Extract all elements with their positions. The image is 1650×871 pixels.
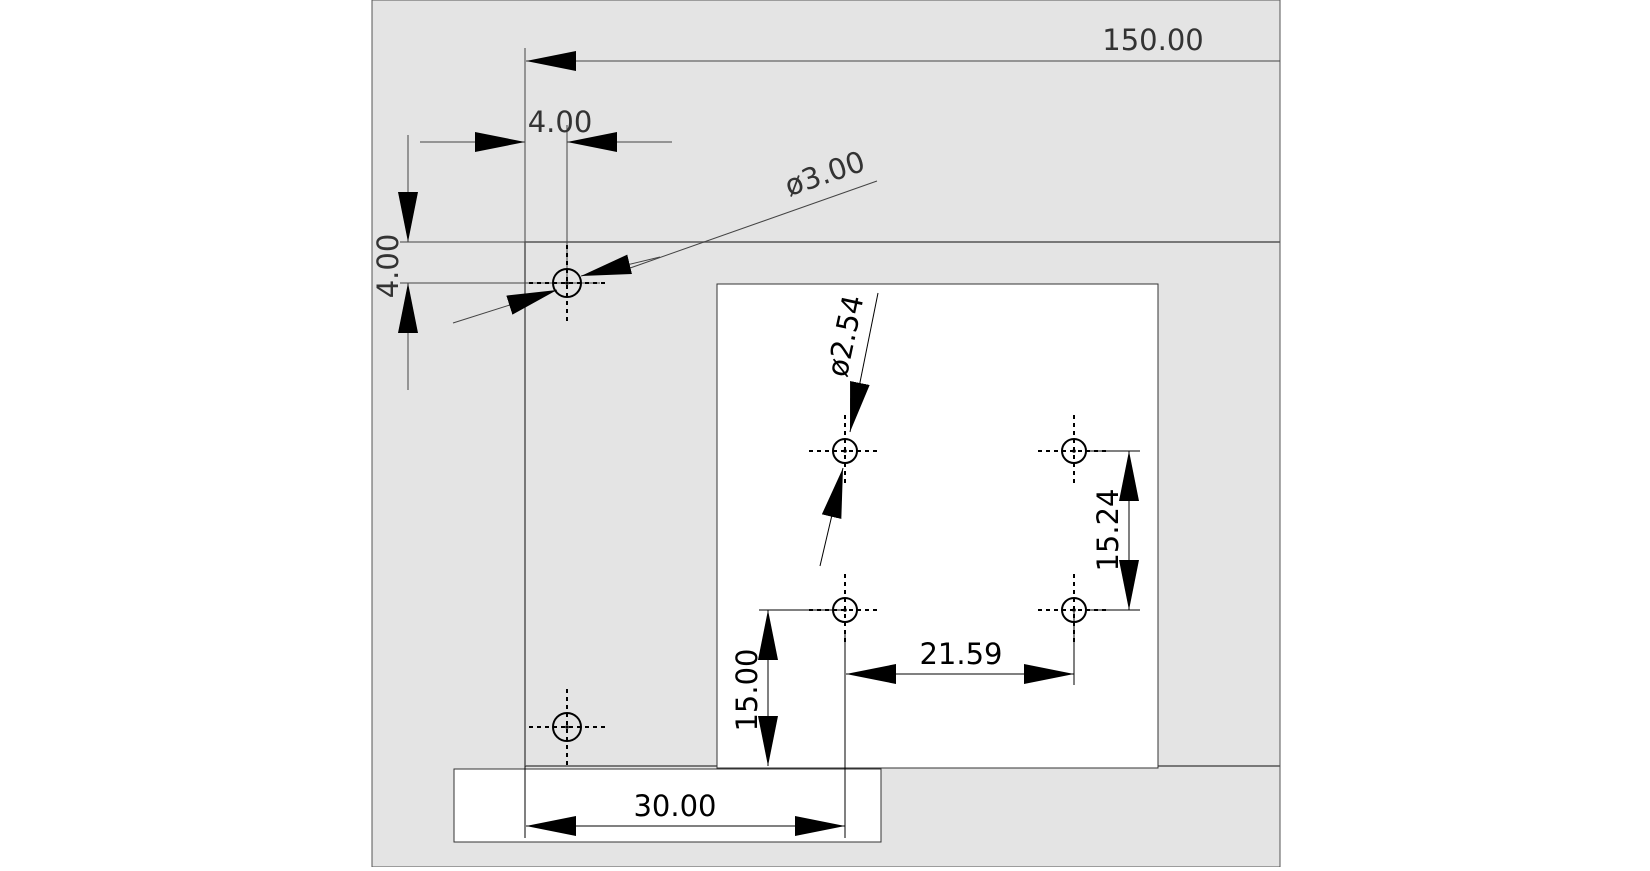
- dim-pad-dia-line-top: [849, 292, 879, 433]
- hole-center-dot: [1072, 449, 1076, 453]
- dim-offset-y-label: 4.00: [371, 234, 405, 299]
- holes-layer: [529, 245, 1110, 765]
- hole-center-dot: [843, 608, 847, 612]
- dim-mount-dia-line-a: [615, 180, 878, 274]
- dim-pad-left-label: 30.00: [633, 789, 716, 823]
- hole-center-dot: [1072, 608, 1076, 612]
- hole-mount-top-left: [529, 245, 605, 321]
- component-panel: [716, 283, 1159, 769]
- hole-mount-bottom-left: [529, 689, 605, 765]
- dim-offset-x-label: 4.00: [528, 105, 593, 139]
- dim-pad-dia-line-bottom: [819, 467, 844, 567]
- dim-pad-bottom-label: 15.00: [730, 648, 764, 731]
- dim-mount-dia-line-b: [452, 289, 558, 324]
- hole-pad-bottom-left: [809, 574, 881, 646]
- dim-overall-width-label: 150.00: [1102, 23, 1203, 57]
- hole-pad-bottom-right: [1038, 574, 1110, 646]
- hole-pad-top-right: [1038, 415, 1110, 487]
- hole-center-dot: [843, 449, 847, 453]
- hole-pad-top-left: [809, 415, 881, 487]
- hole-center-dot: [565, 281, 569, 285]
- hole-center-dot: [565, 725, 569, 729]
- dim-pad-horiz-label: 21.59: [919, 637, 1002, 671]
- dim-pad-vert-label: 15.24: [1091, 488, 1125, 571]
- dim-mount-dia-arrow-a: [580, 254, 661, 277]
